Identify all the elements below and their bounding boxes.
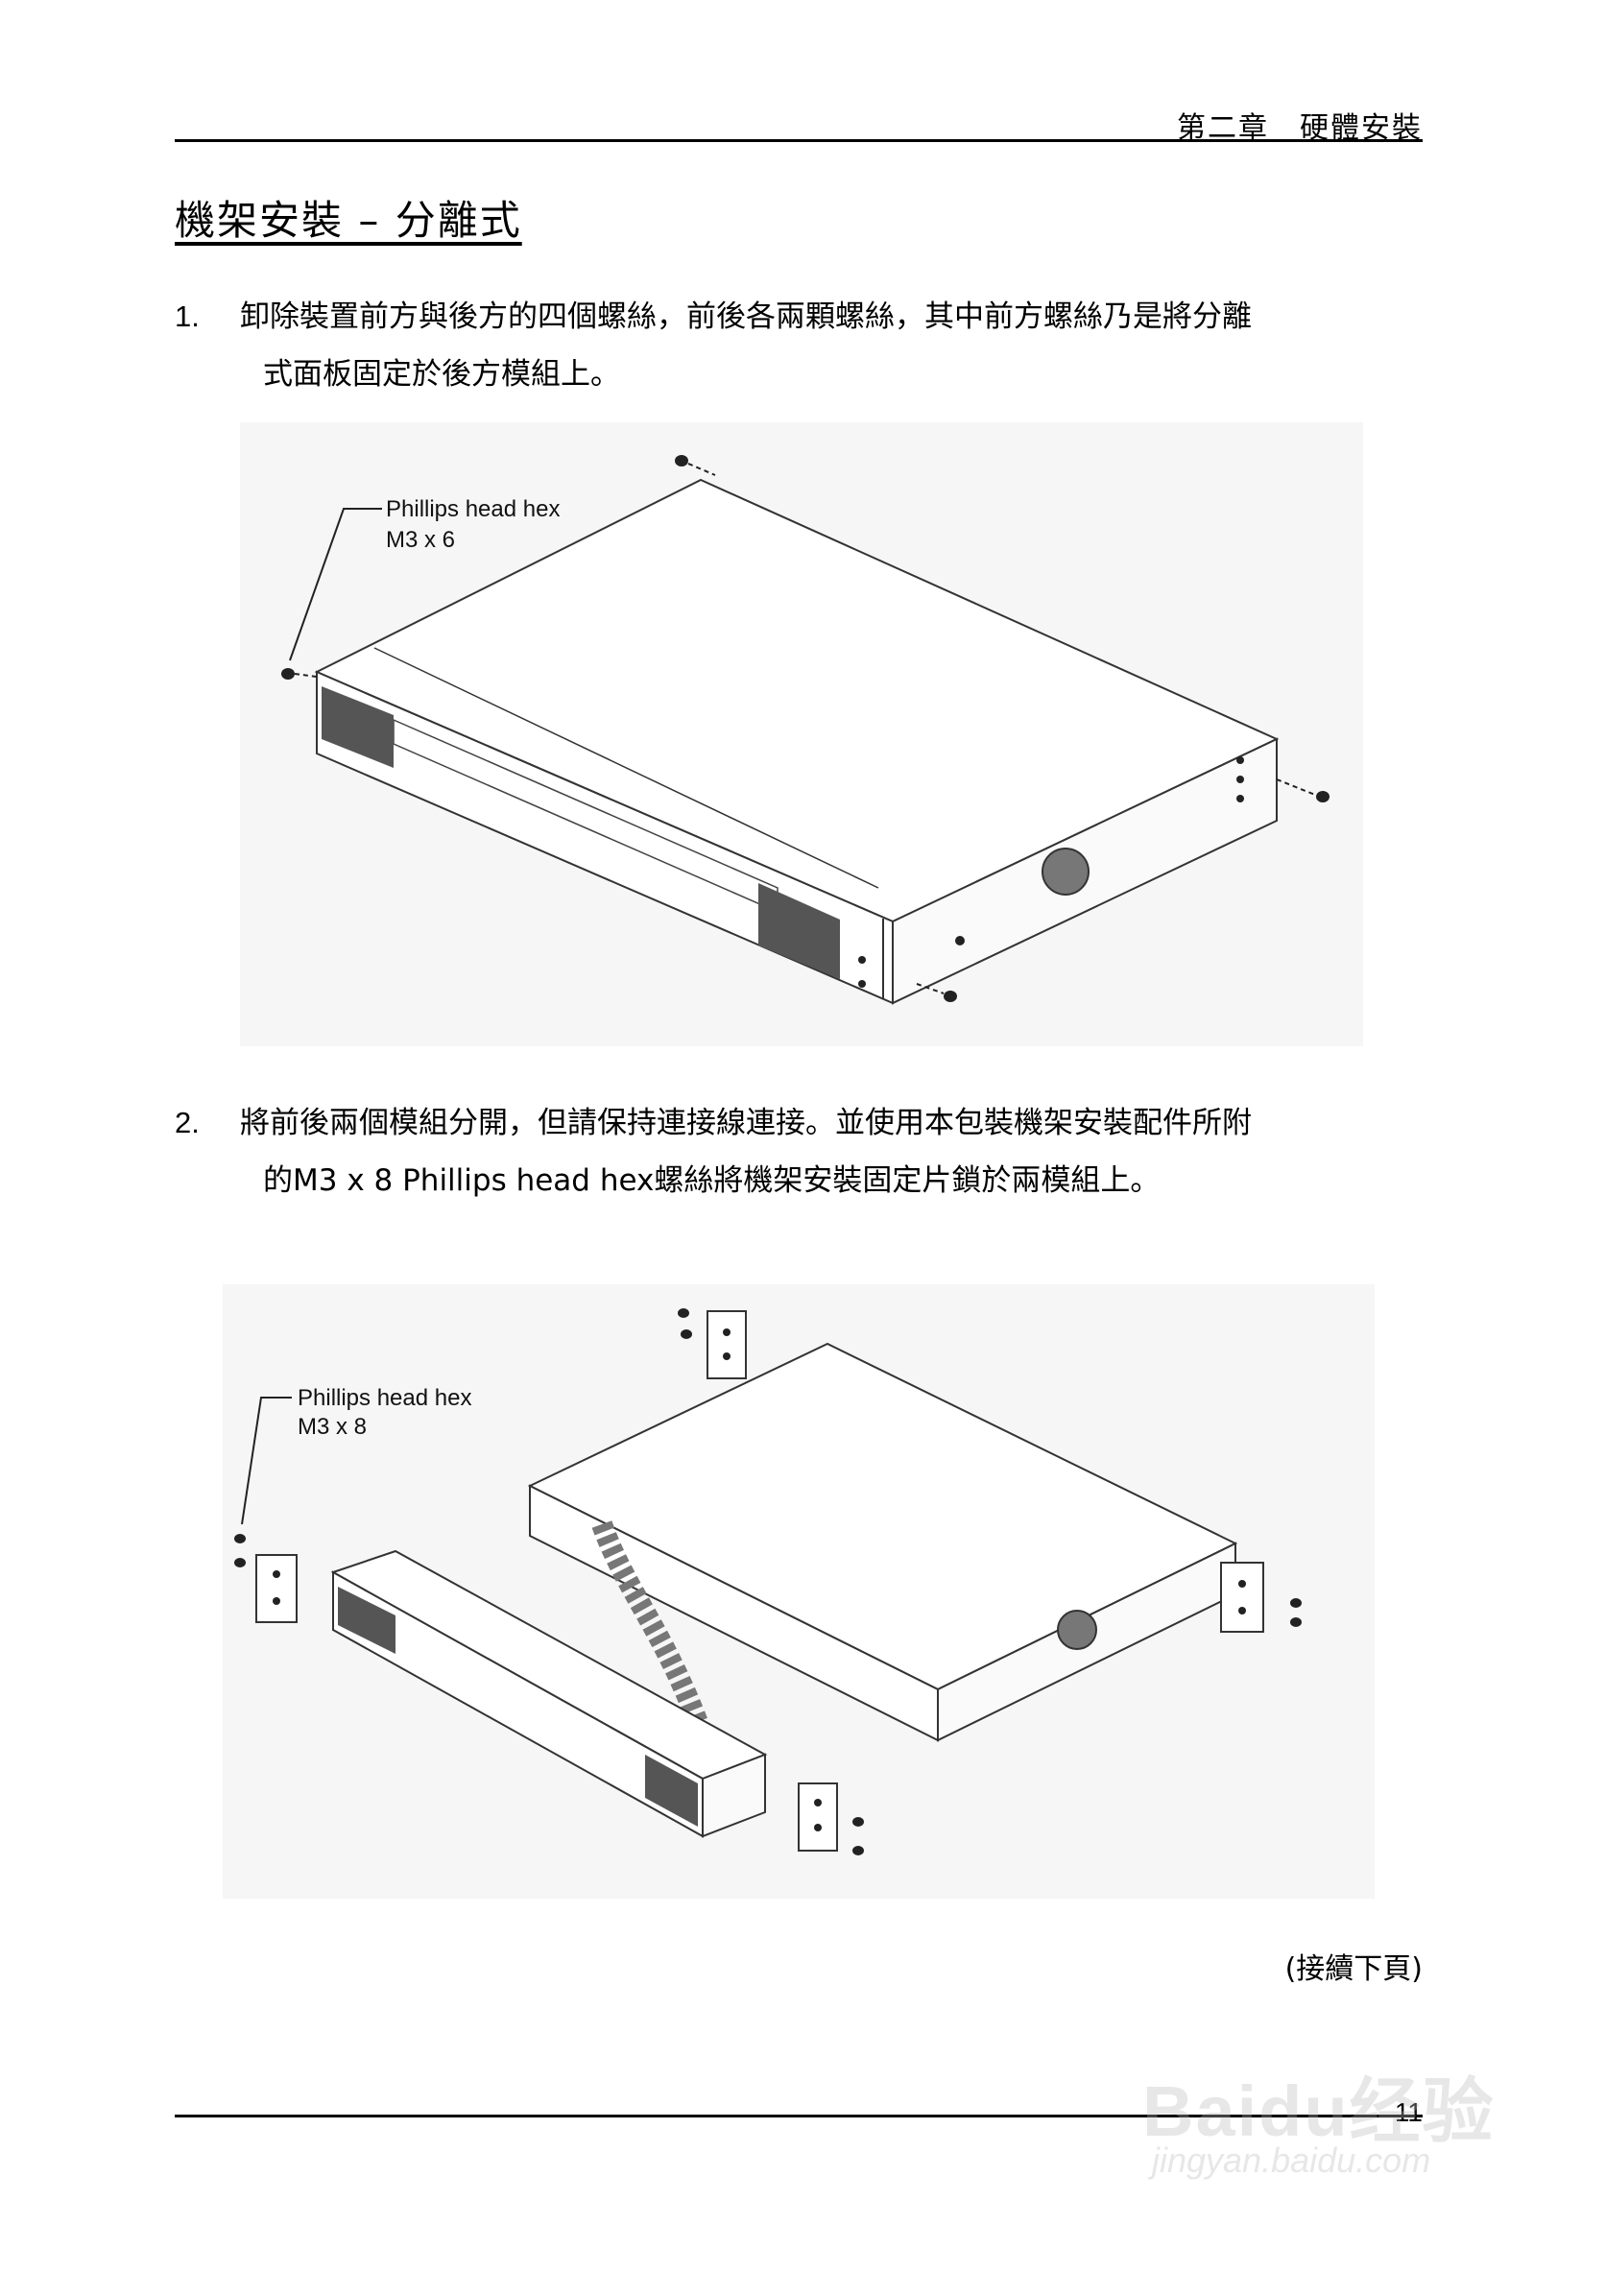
step-number: 1.	[175, 299, 200, 333]
screw-icon	[234, 1534, 246, 1543]
step-1: 1. 卸除裝置前方與後方的四個螺絲，前後各兩顆螺絲，其中前方螺絲乃是將分離 式面…	[175, 288, 1423, 403]
screw-icon	[916, 983, 957, 1002]
footer-rule	[175, 2115, 1423, 2117]
callout-label: Phillips head hex	[298, 1385, 471, 1411]
vent-grill-left	[322, 686, 394, 768]
bracket-icon	[1220, 1562, 1264, 1633]
watermark-brand: Baidu经验	[1142, 2071, 1496, 2151]
fan-icon	[1057, 1610, 1097, 1650]
screw-icon	[1290, 1617, 1302, 1627]
screw-icon	[1276, 778, 1330, 802]
continued-note: (接續下頁)	[1284, 1952, 1423, 1986]
figure-attach-brackets: Phillips head hex M3 x 8	[223, 1284, 1375, 1899]
step-2: 2. 將前後兩個模組分開，但請保持連接線連接。並使用本包裝機架安裝配件所附 的M…	[175, 1094, 1423, 1209]
screw-icon	[1290, 1598, 1302, 1608]
screw-icon	[281, 668, 318, 680]
watermark: Baidu经验 jingyan.baidu.com	[1133, 2016, 1517, 2180]
screw-icon	[852, 1817, 864, 1827]
screw-icon	[852, 1846, 864, 1855]
step-text-line: 卸除裝置前方與後方的四個螺絲，前後各兩顆螺絲，其中前方螺絲乃是將分離	[240, 299, 1252, 334]
bracket-icon	[707, 1310, 747, 1379]
callout-label: M3 x 8	[298, 1414, 367, 1440]
cable-icon	[591, 1520, 713, 1739]
callout-label: Phillips head hex	[386, 496, 560, 522]
screw-icon	[678, 1308, 689, 1318]
screw-icon	[681, 1329, 692, 1339]
page-number: 11	[1394, 2097, 1423, 2127]
watermark-url: jingyan.baidu.com	[1152, 2141, 1431, 2180]
figure-remove-screws: Phillips head hex M3 x 6	[240, 422, 1363, 1046]
callout-label: M3 x 6	[386, 527, 455, 553]
vent-grill-right	[758, 883, 840, 979]
fan-icon	[1042, 848, 1090, 896]
device-diagram-2: Phillips head hex M3 x 8	[223, 1284, 1375, 1899]
section-title: 機架安裝 – 分離式	[175, 197, 522, 244]
screw-icon	[675, 455, 716, 476]
device-diagram-1: Phillips head hex M3 x 6	[240, 422, 1363, 1046]
header-rule	[175, 139, 1423, 142]
screw-icon	[234, 1558, 246, 1567]
step-text-line: 的M3 x 8 Phillips head hex螺絲將機架安裝固定片鎖於兩模組…	[263, 1163, 1161, 1198]
bracket-icon	[255, 1554, 298, 1623]
bracket-icon	[798, 1782, 838, 1852]
step-text-line: 將前後兩個模組分開，但請保持連接線連接。並使用本包裝機架安裝配件所附	[240, 1106, 1252, 1140]
step-text-line: 式面板固定於後方模組上。	[263, 357, 620, 392]
step-number: 2.	[175, 1106, 200, 1139]
